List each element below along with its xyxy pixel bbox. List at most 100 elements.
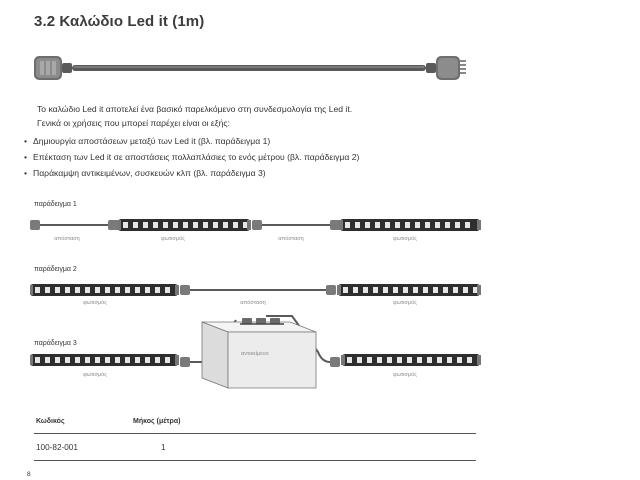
connector-cable bbox=[180, 285, 336, 295]
led-chip bbox=[155, 357, 160, 363]
led-chip bbox=[435, 222, 440, 228]
led-chip bbox=[405, 222, 410, 228]
led-chip bbox=[65, 357, 70, 363]
led-chip bbox=[407, 357, 412, 363]
table-header-length: Μήκος (μέτρα) bbox=[133, 418, 181, 425]
connector-cable bbox=[30, 220, 118, 230]
led-chip bbox=[467, 357, 472, 363]
bullet-text: Δημιουργία αποστάσεων μεταξύ των Led it … bbox=[33, 136, 271, 146]
led-chip bbox=[45, 287, 50, 293]
bullet-dot: • bbox=[24, 152, 28, 162]
object-box bbox=[201, 318, 317, 389]
led-chip bbox=[65, 287, 70, 293]
led-strip bbox=[117, 219, 251, 231]
led-chip bbox=[375, 222, 380, 228]
led-chip bbox=[35, 287, 40, 293]
led-chip bbox=[153, 222, 158, 228]
led-chip bbox=[447, 357, 452, 363]
led-chip bbox=[165, 287, 170, 293]
led-strip bbox=[339, 219, 481, 231]
example-3-diagram bbox=[30, 315, 481, 389]
led-chip bbox=[417, 357, 422, 363]
led-chip bbox=[455, 222, 460, 228]
led-chip bbox=[367, 357, 372, 363]
led-chip bbox=[193, 222, 198, 228]
led-chip bbox=[345, 222, 350, 228]
cable-right-connector bbox=[426, 56, 466, 80]
led-chip bbox=[363, 287, 368, 293]
bullet-item: •Παράκαμψη αντικειμένων, συσκευών κλπ (β… bbox=[24, 168, 266, 178]
caption-distance: απόσταση bbox=[240, 300, 266, 306]
example-2-label: παράδειγμα 2 bbox=[34, 266, 77, 273]
example-3-label: παράδειγμα 3 bbox=[34, 340, 77, 347]
strip-end-cap bbox=[247, 220, 251, 230]
led-chip bbox=[85, 357, 90, 363]
led-chip bbox=[243, 222, 248, 228]
intro-line-2: Γενικά οι χρήσεις που μπορεί παρέχει είν… bbox=[37, 118, 230, 128]
led-chip bbox=[347, 357, 352, 363]
page-title: 3.2 Καλώδιο Led it (1m) bbox=[34, 13, 205, 30]
caption-object: αντικείμενο bbox=[241, 351, 269, 357]
caption-lighting: φωτισμός bbox=[393, 372, 417, 378]
table-cell-length: 1 bbox=[161, 443, 166, 452]
led-chip bbox=[223, 222, 228, 228]
led-chip bbox=[457, 357, 462, 363]
led-chip bbox=[425, 222, 430, 228]
strip-end-cap bbox=[339, 220, 343, 230]
led-chip bbox=[445, 222, 450, 228]
led-strip bbox=[341, 354, 481, 366]
led-chip bbox=[233, 222, 238, 228]
table-divider bbox=[34, 433, 476, 434]
strip-end-cap bbox=[175, 355, 179, 365]
led-chip bbox=[183, 222, 188, 228]
led-chip bbox=[377, 357, 382, 363]
caption-lighting: φωτισμός bbox=[393, 300, 417, 306]
led-chip bbox=[163, 222, 168, 228]
caption-distance: απόσταση bbox=[54, 236, 80, 242]
led-chip bbox=[353, 287, 358, 293]
bullet-item: •Επέκταση των Led it σε αποστάσεις πολλα… bbox=[24, 152, 359, 162]
led-chip bbox=[145, 287, 150, 293]
led-chip bbox=[135, 357, 140, 363]
led-chip bbox=[423, 287, 428, 293]
led-chip bbox=[415, 222, 420, 228]
led-chip bbox=[155, 287, 160, 293]
connector-cable bbox=[252, 220, 340, 230]
led-chip bbox=[75, 357, 80, 363]
led-chip bbox=[213, 222, 218, 228]
led-strip bbox=[337, 284, 481, 296]
strip-end-cap bbox=[117, 220, 121, 230]
led-chip bbox=[365, 222, 370, 228]
caption-lighting: φωτισμός bbox=[393, 236, 417, 242]
led-chip bbox=[45, 357, 50, 363]
led-chip bbox=[165, 357, 170, 363]
led-chip bbox=[123, 222, 128, 228]
caption-distance: απόσταση bbox=[278, 236, 304, 242]
cable-left-connector bbox=[34, 56, 72, 80]
strip-end-cap bbox=[477, 220, 481, 230]
led-chip bbox=[125, 287, 130, 293]
led-chip bbox=[35, 357, 40, 363]
strip-end-cap bbox=[337, 285, 341, 295]
strip-end-cap bbox=[30, 285, 33, 295]
led-chip bbox=[393, 287, 398, 293]
bullet-dot: • bbox=[24, 168, 28, 178]
cable-wire bbox=[72, 65, 426, 71]
cable-illustration bbox=[34, 56, 466, 80]
led-chip bbox=[463, 287, 468, 293]
led-chip bbox=[395, 222, 400, 228]
led-chip bbox=[343, 287, 348, 293]
caption-lighting: φωτισμός bbox=[83, 372, 107, 378]
bullet-dot: • bbox=[24, 136, 28, 146]
led-chip bbox=[403, 287, 408, 293]
led-chip bbox=[55, 287, 60, 293]
led-chip bbox=[473, 287, 478, 293]
strip-end-cap bbox=[175, 285, 179, 295]
led-chip bbox=[143, 222, 148, 228]
led-chip bbox=[397, 357, 402, 363]
strip-end-cap bbox=[477, 285, 481, 295]
caption-lighting: φωτισμός bbox=[161, 236, 185, 242]
led-chip bbox=[465, 222, 470, 228]
led-chip bbox=[75, 287, 80, 293]
led-strip bbox=[30, 354, 179, 366]
